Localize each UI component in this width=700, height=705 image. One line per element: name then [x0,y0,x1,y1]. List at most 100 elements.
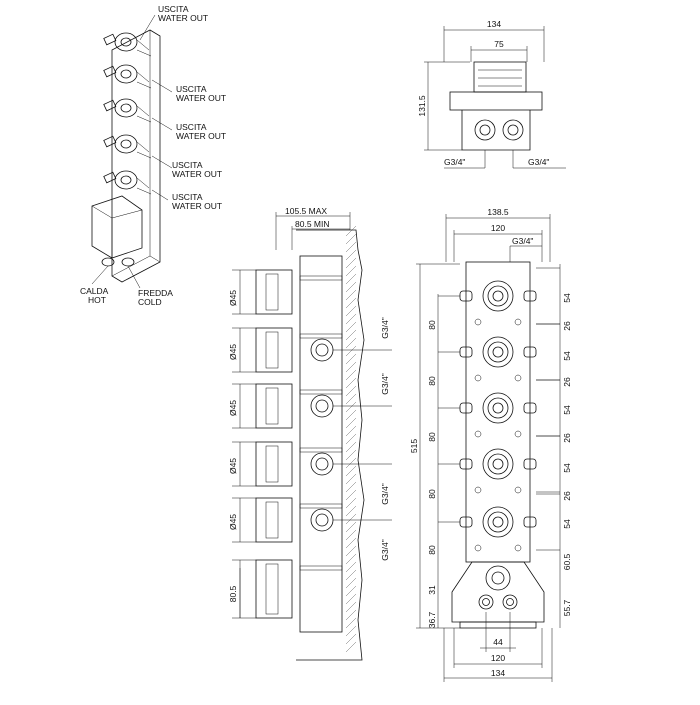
ear-right [523,402,537,414]
side-rib [299,503,343,509]
plate-label-area [265,273,279,311]
hatch-line [345,241,357,253]
front-dim-overall: 138.5 [487,207,509,217]
bolt [514,430,522,438]
bolt [514,318,522,326]
hatch-line [345,641,357,653]
dim-line-134 [443,26,545,62]
iso-cold-inlet [121,257,135,267]
hatch-line [345,489,357,501]
front-bottom-2: 120 [491,653,505,663]
front-right-2: 26 [562,321,572,331]
hatch-line [345,537,357,549]
valve-ring [487,511,509,533]
hatch-line [345,529,357,541]
bolt [474,374,482,382]
side-unit [232,441,392,487]
plate-label-area [265,445,279,483]
ear-right [523,516,537,528]
hot-label-a: CALDA [80,286,109,296]
bolt [474,318,482,326]
front-bottom-3: 134 [491,668,505,678]
hatch-line [345,257,357,269]
top-flange [449,91,543,111]
hatch-line [345,457,357,469]
front-hot-port [478,594,494,610]
hatch-line [345,585,357,597]
bolt [474,544,482,552]
top-cap-ribs [478,69,522,87]
front-right-6: 26 [562,433,572,443]
dim-line-120-bottom [453,628,543,668]
front-right-5: 54 [562,405,572,415]
hatch-line [345,497,357,509]
top-port-right [502,119,524,141]
hatch-line [345,249,357,261]
outlet-label-1b: WATER OUT [158,13,208,23]
hatch-line [345,297,357,309]
dim-line-height [424,61,470,151]
hatch-line [345,505,357,517]
valve-ring [487,397,509,419]
cold-label-a: FREDDA [138,288,173,298]
bolt [474,486,482,494]
side-port-inner [315,457,329,471]
top-conn-left: G3/4" [444,157,465,167]
iso-body [111,29,161,283]
hatch-line [345,441,357,453]
hatch-line [345,617,357,629]
hatch-line [345,393,357,405]
front-unit [438,435,560,494]
side-dia-5: Ø45 [228,514,238,530]
top-dim-height: 131.5 [417,95,427,117]
front-units [438,267,560,552]
outlet-label-4a: USCITA [172,160,203,170]
hatch-line [345,233,357,245]
hatch-line [345,465,357,477]
front-top-conn: G3/4" [512,236,533,246]
front-dim-total: 515 [409,439,419,453]
hatch-line [345,369,357,381]
side-port [310,394,334,418]
hatch-line [345,345,357,357]
wall-outline [296,229,365,661]
side-dia-1: Ø45 [228,290,238,306]
hot-label-b: HOT [88,295,106,305]
top-dim-width: 134 [487,19,501,29]
front-pitch-2: 80 [427,376,437,386]
iso-knob [103,134,152,159]
valve-spindle [492,458,504,470]
front-pitch-4: 80 [427,489,437,499]
hatch-line [345,593,357,605]
hatch-line [345,425,357,437]
hatch-line [345,609,357,621]
hatch-line [345,401,357,413]
hatch-line [345,313,357,325]
front-unit [438,493,560,552]
hatch-line [345,377,357,389]
plate-label-area [265,331,279,369]
front-base-cartridge [485,565,511,591]
iso-knob [103,170,152,195]
valve-ring [487,341,509,363]
hatch-line [345,265,357,277]
side-dim-max: 105.5 MAX [285,206,327,216]
side-thread-2: G3/4" [380,373,390,394]
side-dim-bottom: 80.5 [228,585,238,602]
side-rib [299,565,343,571]
top-conn-leaders [444,150,566,169]
front-left-bottom-2: 36.7 [427,611,437,628]
side-unit [232,327,392,373]
hatch-line [345,569,357,581]
plate-label-area [265,563,279,615]
iso-body-edge [111,30,161,277]
hatch-line [345,513,357,525]
hatch-line [345,409,357,421]
ear-right [523,458,537,470]
hatch-line [345,289,357,301]
hatch-line [345,481,357,493]
side-rib [299,333,343,339]
top-cap [473,61,527,93]
iso-knob [103,32,152,57]
